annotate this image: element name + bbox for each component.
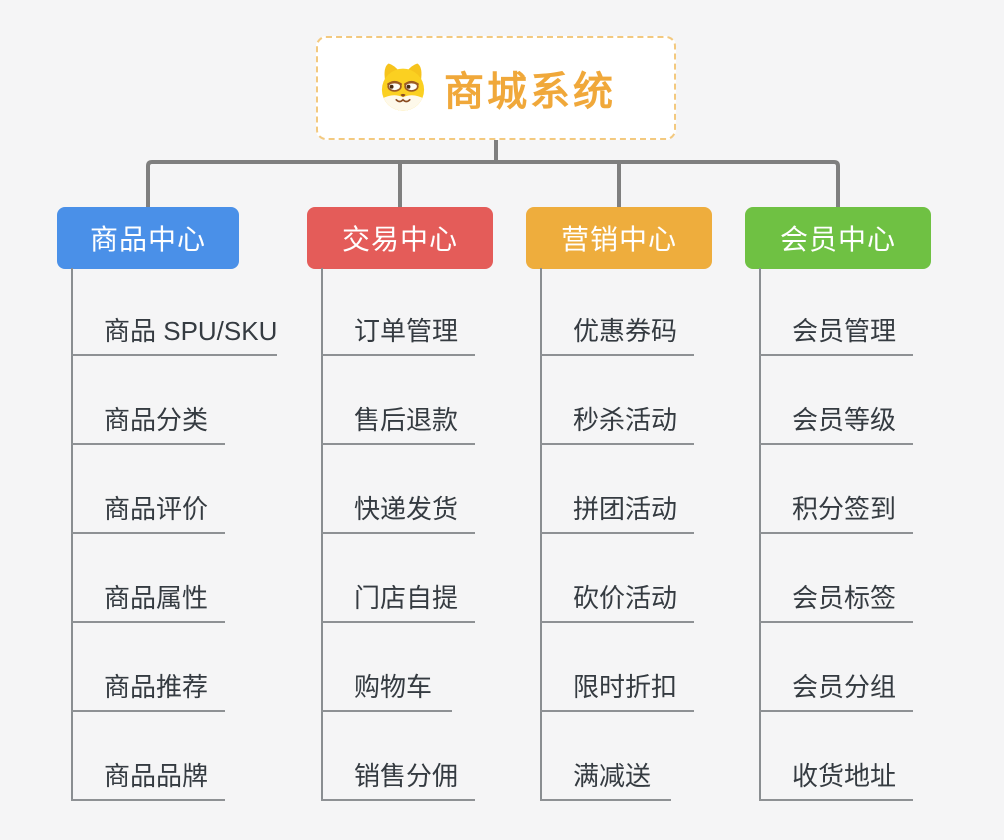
- mindmap-subtopic[interactable]: 购物车: [321, 664, 452, 712]
- subtopic-label: 订单管理: [354, 316, 459, 346]
- subtopic-label: 限时折扣: [573, 672, 678, 702]
- branch-header-product-center[interactable]: 商品中心: [57, 207, 239, 269]
- subtopic-label: 会员等级: [792, 405, 897, 435]
- subtopic-label: 商品品牌: [104, 761, 209, 791]
- branch-header-trade-center[interactable]: 交易中心: [307, 207, 493, 269]
- root-topic-label: 商城系统: [444, 70, 616, 114]
- mindmap-subtopic[interactable]: 会员分组: [759, 664, 913, 712]
- root-topic[interactable]: 商城系统: [316, 36, 676, 140]
- subtopic-label: 商品推荐: [104, 672, 209, 702]
- mindmap-subtopic[interactable]: 优惠券码: [540, 308, 694, 356]
- subtopic-label: 门店自提: [354, 583, 459, 613]
- mindmap-subtopic[interactable]: 快递发货: [321, 486, 475, 534]
- mindmap-subtopic[interactable]: 售后退款: [321, 397, 475, 445]
- mindmap-subtopic[interactable]: 销售分佣: [321, 753, 475, 801]
- subtopic-label: 销售分佣: [354, 761, 459, 791]
- mindmap-subtopic[interactable]: 收货地址: [759, 753, 913, 801]
- subtopic-label: 商品 SPU/SKU: [104, 316, 278, 346]
- subtopic-label: 商品评价: [104, 494, 209, 524]
- mindmap-subtopic[interactable]: 会员管理: [759, 308, 913, 356]
- mindmap-subtopic[interactable]: 积分签到: [759, 486, 913, 534]
- branch-trunk-line: [71, 268, 73, 801]
- subtopic-label: 售后退款: [354, 405, 459, 435]
- mindmap-subtopic[interactable]: 商品 SPU/SKU: [71, 308, 277, 356]
- subtopic-label: 购物车: [354, 672, 433, 702]
- mindmap-subtopic[interactable]: 满减送: [540, 753, 671, 801]
- mindmap-subtopic[interactable]: 限时折扣: [540, 664, 694, 712]
- bus-line: [146, 160, 840, 207]
- branch-trunk-line: [321, 268, 323, 801]
- subtopic-label: 会员管理: [792, 316, 897, 346]
- subtopic-label: 满减送: [573, 761, 652, 791]
- subtopic-label: 会员分组: [792, 672, 897, 702]
- subtopic-label: 砍价活动: [573, 583, 678, 613]
- mindmap-subtopic[interactable]: 商品属性: [71, 575, 225, 623]
- mindmap-subtopic[interactable]: 商品分类: [71, 397, 225, 445]
- mindmap-subtopic[interactable]: 商品推荐: [71, 664, 225, 712]
- branch-header-marketing-center[interactable]: 营销中心: [526, 207, 712, 269]
- mindmap-subtopic[interactable]: 会员等级: [759, 397, 913, 445]
- mindmap-subtopic[interactable]: 砍价活动: [540, 575, 694, 623]
- subtopic-label: 优惠券码: [573, 316, 678, 346]
- mindmap-subtopic[interactable]: 拼团活动: [540, 486, 694, 534]
- branch-header-member-center[interactable]: 会员中心: [745, 207, 931, 269]
- subtopic-label: 会员标签: [792, 583, 897, 613]
- branch-trunk-line: [759, 268, 761, 801]
- subtopic-label: 秒杀活动: [573, 405, 678, 435]
- mindmap-subtopic[interactable]: 秒杀活动: [540, 397, 694, 445]
- subtopic-label: 商品属性: [104, 583, 209, 613]
- mindmap-subtopic[interactable]: 会员标签: [759, 575, 913, 623]
- subtopic-label: 拼团活动: [573, 494, 678, 524]
- mindmap-subtopic[interactable]: 商品品牌: [71, 753, 225, 801]
- subtopic-label: 收货地址: [792, 761, 897, 791]
- subtopic-label: 快递发货: [354, 494, 459, 524]
- dog-face-icon: [376, 61, 430, 115]
- mindmap-subtopic[interactable]: 订单管理: [321, 308, 475, 356]
- subtopic-label: 商品分类: [104, 405, 209, 435]
- subtopic-label: 积分签到: [792, 494, 897, 524]
- mindmap-subtopic[interactable]: 门店自提: [321, 575, 475, 623]
- mindmap-subtopic[interactable]: 商品评价: [71, 486, 225, 534]
- branch-trunk-line: [540, 268, 542, 801]
